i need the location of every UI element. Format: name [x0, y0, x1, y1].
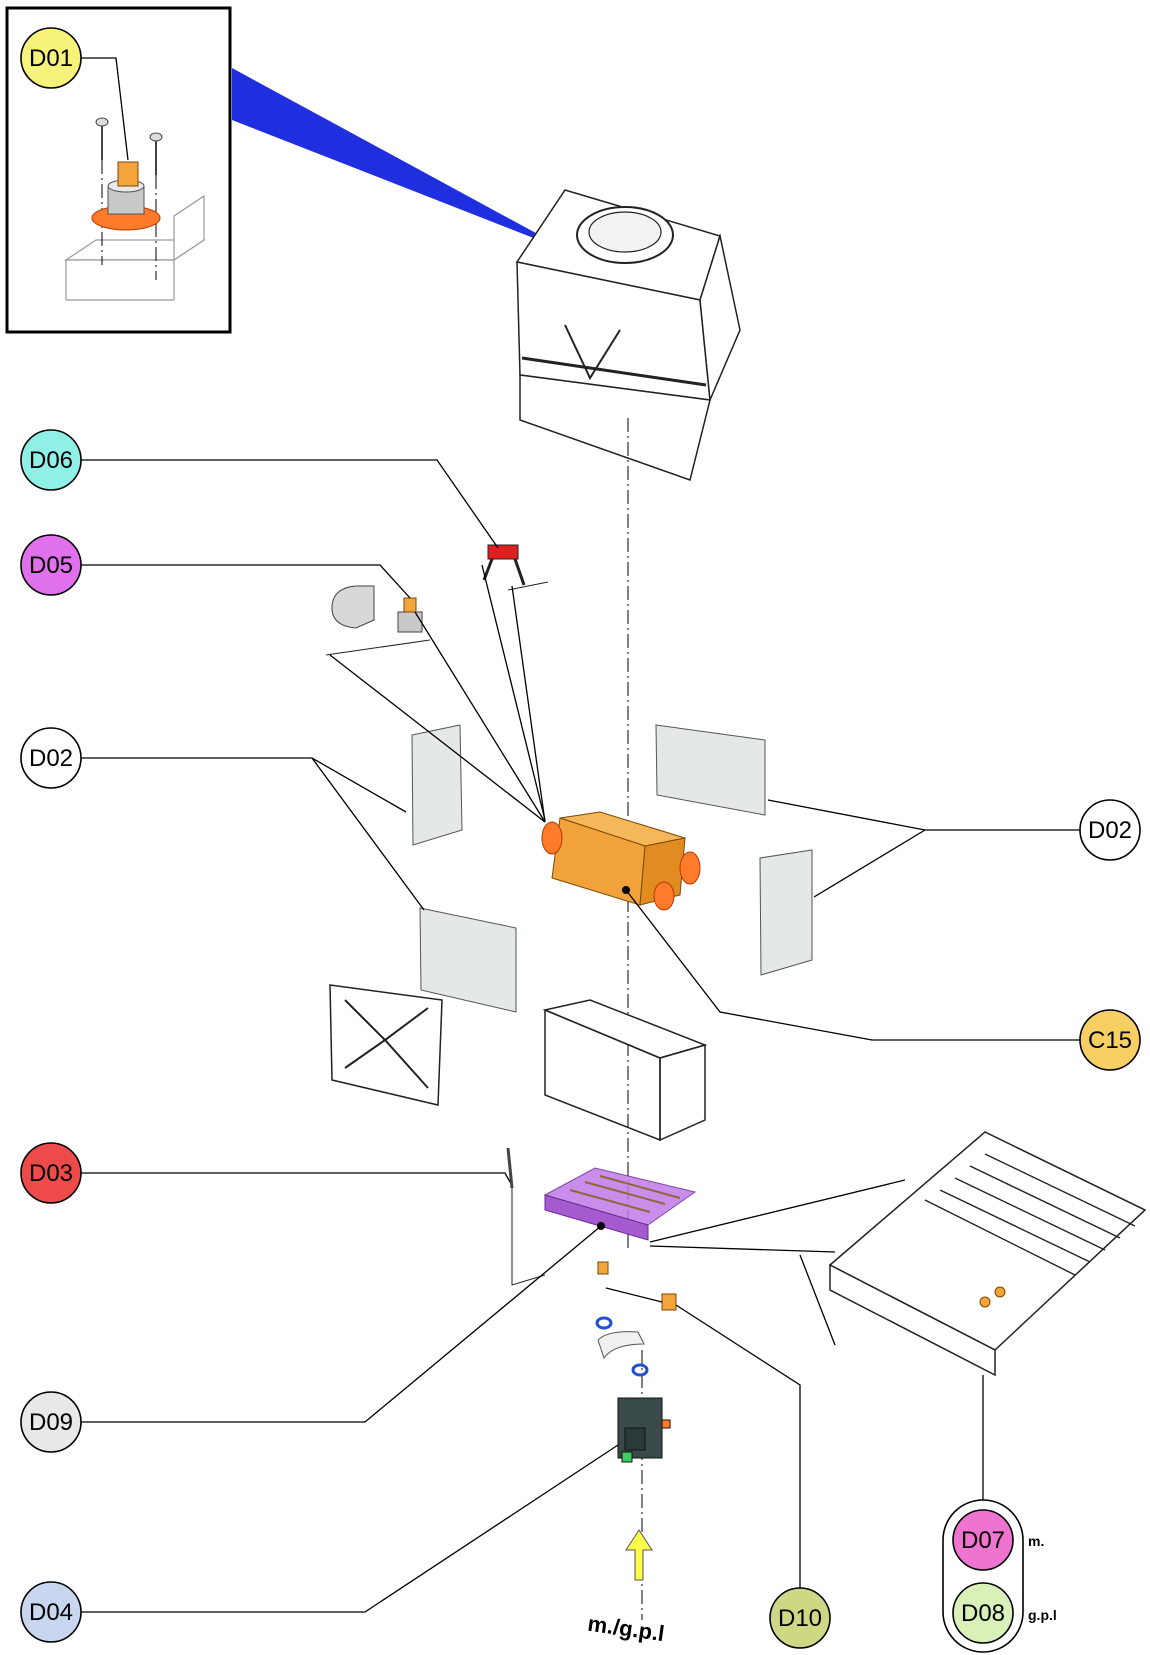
- callout-D06: D06: [20, 429, 82, 491]
- callout-C15: C15: [1079, 1009, 1141, 1071]
- callout-D04: D04: [20, 1581, 82, 1643]
- callout-group-D07-D08: D07 D08 m. g.p.l: [942, 1499, 1057, 1653]
- insulation-panel-left-front: [419, 907, 517, 1013]
- leader-lines: [80, 57, 1080, 1613]
- fuel-type-label: m./g.p.l: [586, 1611, 666, 1646]
- heat-exchanger: [541, 811, 701, 911]
- d07-suffix: m.: [1028, 1533, 1044, 1549]
- callout-D09: D09: [20, 1391, 82, 1453]
- callout-label: D07: [961, 1527, 1005, 1554]
- callout-label: D09: [29, 1409, 73, 1436]
- callout-D03: D03: [20, 1142, 82, 1204]
- gas-valve: [617, 1397, 671, 1463]
- rear-panel: [329, 984, 443, 1106]
- insulation-panel-right-back: [655, 724, 766, 816]
- limit-thermostat: [325, 585, 431, 656]
- burner: [543, 1167, 697, 1241]
- arrow-up-icon: [625, 1529, 653, 1581]
- d08-suffix: g.p.l: [1028, 1607, 1057, 1623]
- callout-D01: D01: [20, 27, 82, 89]
- callout-label: C15: [1088, 1027, 1132, 1054]
- inset-beam: [232, 68, 549, 244]
- callout-label: D02: [29, 745, 73, 772]
- safety-thermostat-icon: [91, 161, 161, 231]
- callout-label: D01: [29, 45, 73, 72]
- callout-D10: D10: [769, 1587, 831, 1649]
- callout-label: D08: [961, 1600, 1005, 1627]
- inset-detail: [5, 6, 549, 334]
- callout-D05: D05: [20, 534, 82, 596]
- insulation-panel-left-back: [411, 724, 463, 846]
- flue-hood: [515, 189, 741, 481]
- combustion-chamber-frame: [542, 999, 708, 1142]
- callout-D02-right: D02: [1079, 799, 1141, 861]
- callout-D02-left: D02: [20, 727, 82, 789]
- insulation-panel-right-front: [759, 849, 813, 976]
- callout-label: D03: [29, 1160, 73, 1187]
- callout-label: D05: [29, 552, 73, 579]
- callout-label: D06: [29, 447, 73, 474]
- screw-icon: [149, 132, 163, 280]
- callout-label: D02: [1088, 817, 1132, 844]
- overheat-sensor: [482, 544, 549, 591]
- ignition-electrode: [506, 1147, 546, 1286]
- gas-nozzles: [595, 1261, 677, 1377]
- callout-label: D10: [778, 1605, 822, 1632]
- callout-label: D04: [29, 1599, 73, 1626]
- burner-detail: [828, 1131, 1147, 1377]
